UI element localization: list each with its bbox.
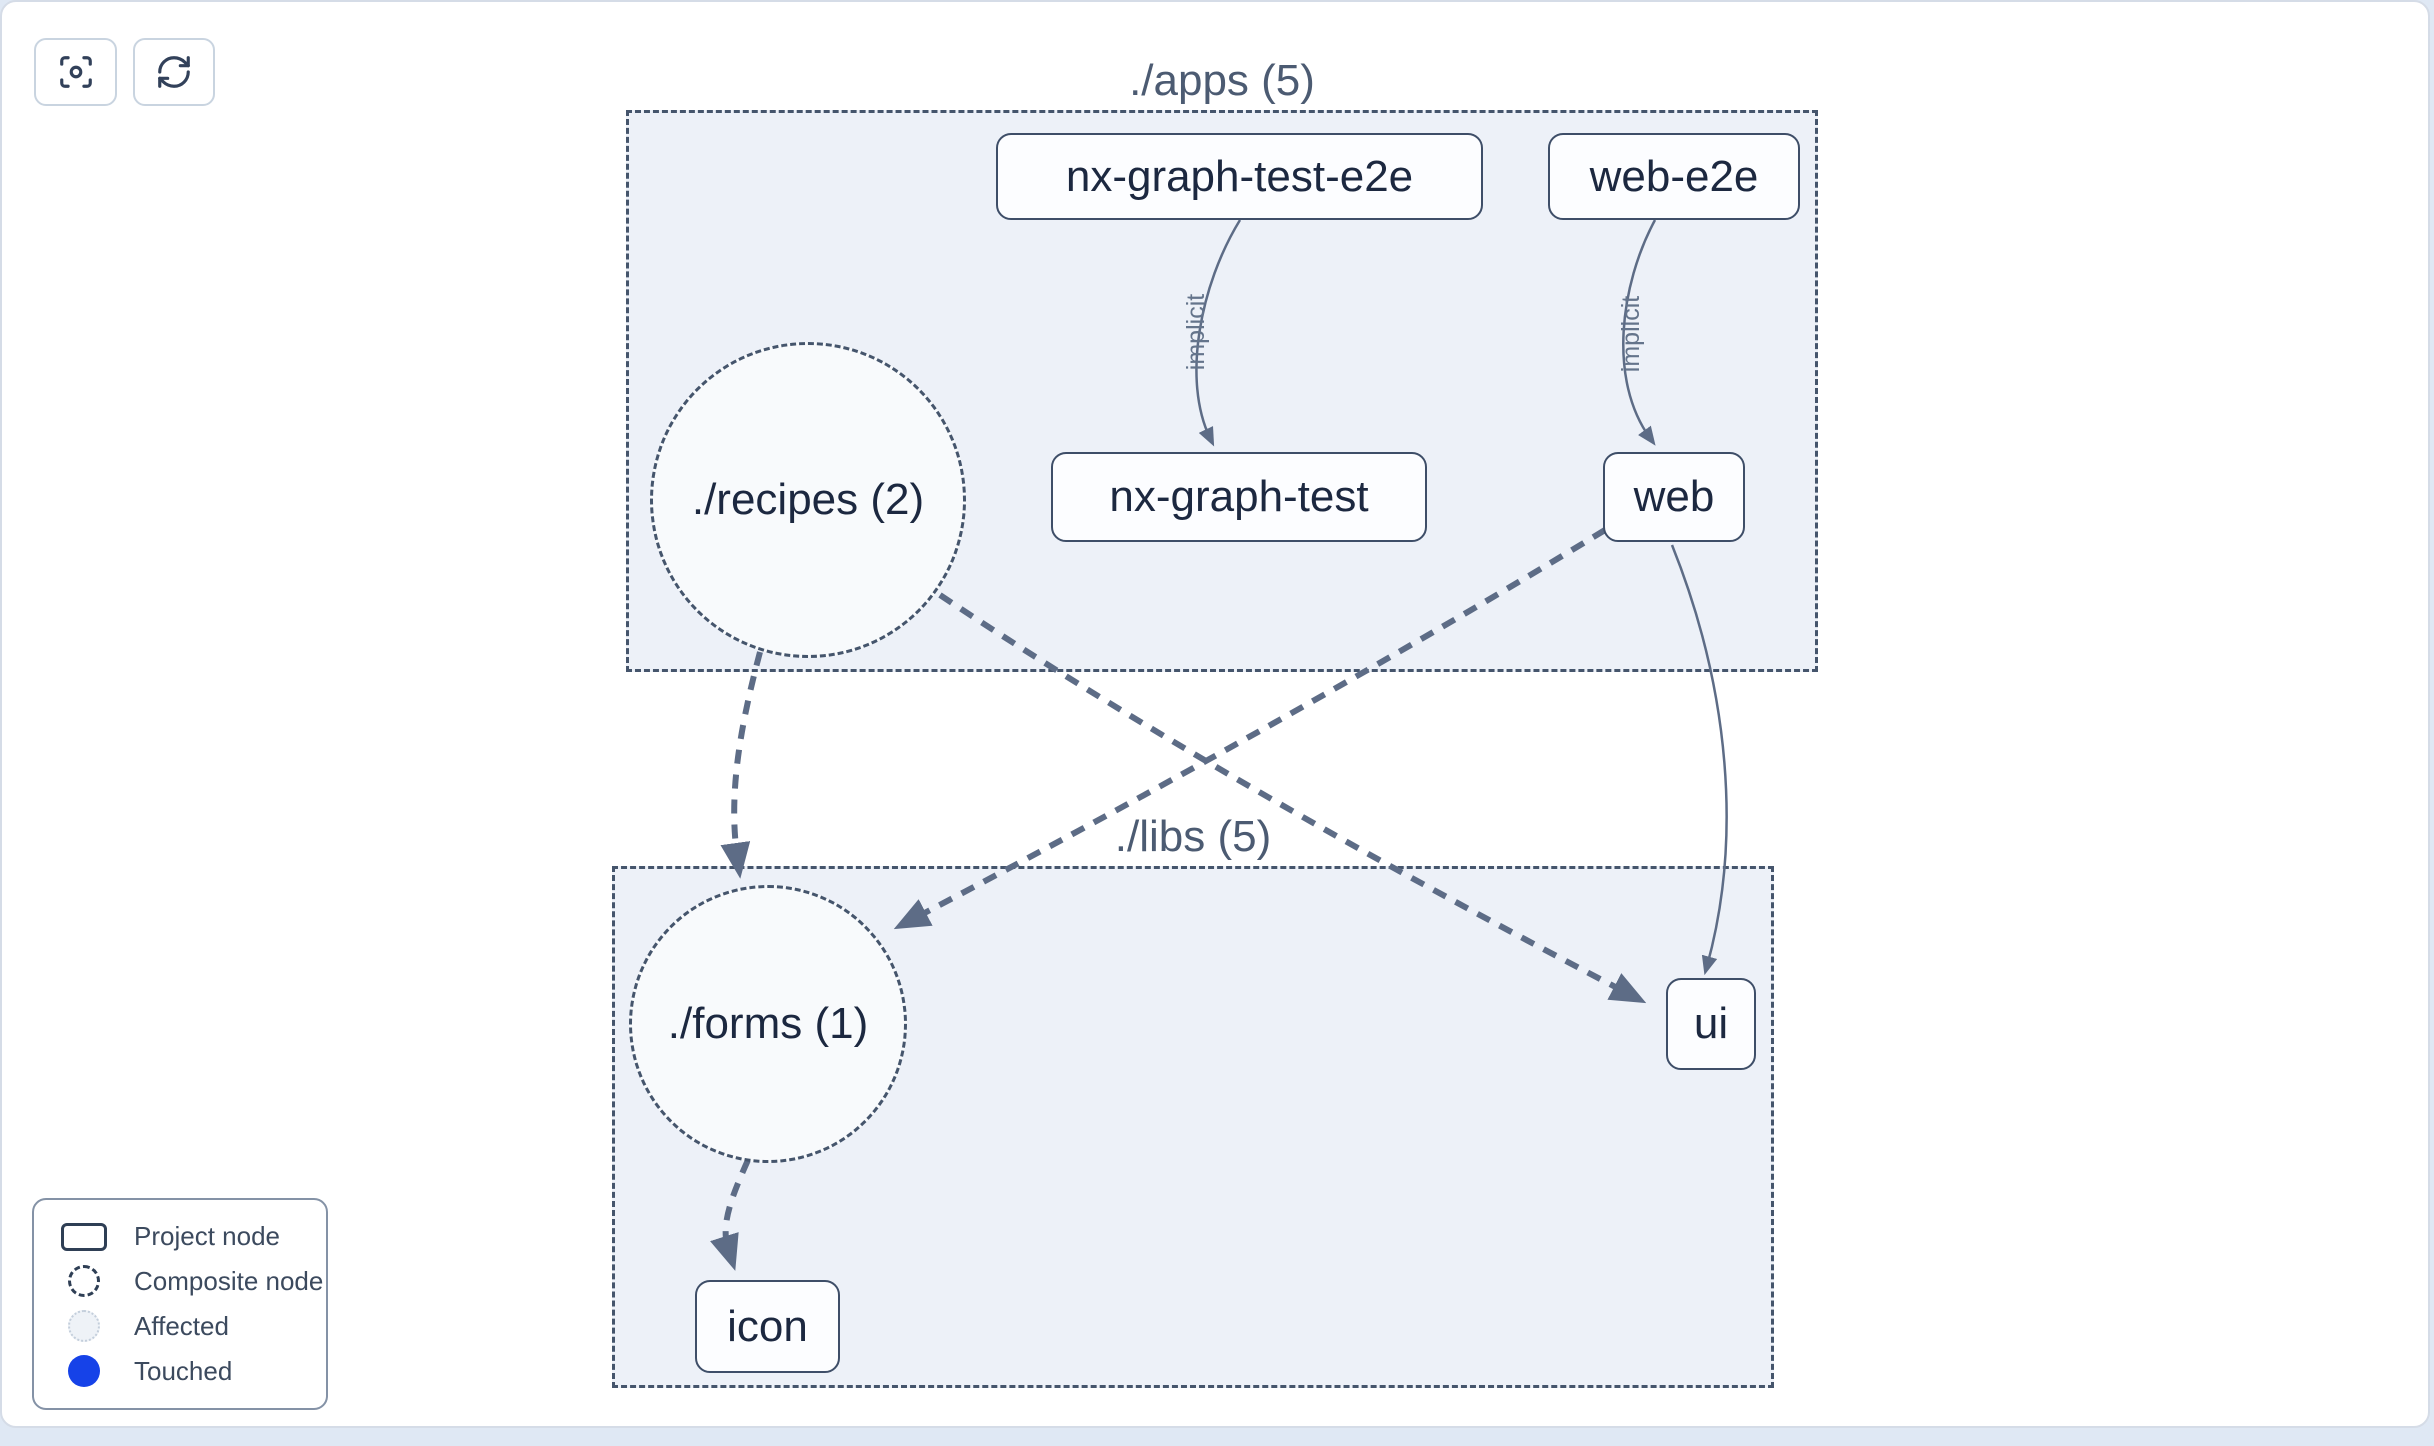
composite-node-swatch [68,1265,100,1297]
legend-label: Touched [134,1355,233,1386]
legend-item-affected: Affected [34,1310,326,1342]
project-node-swatch [61,1222,107,1251]
composite-node-recipes[interactable]: ./recipes (2) [650,342,966,658]
legend-panel: Project node Composite node Affected Tou… [32,1198,328,1410]
refresh-icon [155,53,193,91]
legend-item-composite-node: Composite node [34,1265,326,1297]
node-web[interactable]: web [1603,452,1745,542]
node-ui[interactable]: ui [1666,978,1756,1070]
legend-label: Affected [134,1310,229,1341]
composite-node-forms[interactable]: ./forms (1) [629,885,907,1163]
focus-button[interactable] [34,38,117,106]
legend-item-project-node: Project node [34,1221,326,1252]
node-nx-graph-test-e2e[interactable]: nx-graph-test-e2e [996,133,1483,220]
touched-swatch [68,1355,100,1387]
focus-center-icon [57,53,95,91]
legend-item-touched: Touched [34,1355,326,1387]
node-icon[interactable]: icon [695,1280,840,1373]
affected-swatch [68,1310,100,1342]
legend-label: Project node [134,1221,280,1251]
node-nx-graph-test[interactable]: nx-graph-test [1051,452,1427,542]
node-web-e2e[interactable]: web-e2e [1548,133,1800,220]
refresh-button[interactable] [133,38,215,106]
legend-label: Composite node [134,1265,324,1296]
